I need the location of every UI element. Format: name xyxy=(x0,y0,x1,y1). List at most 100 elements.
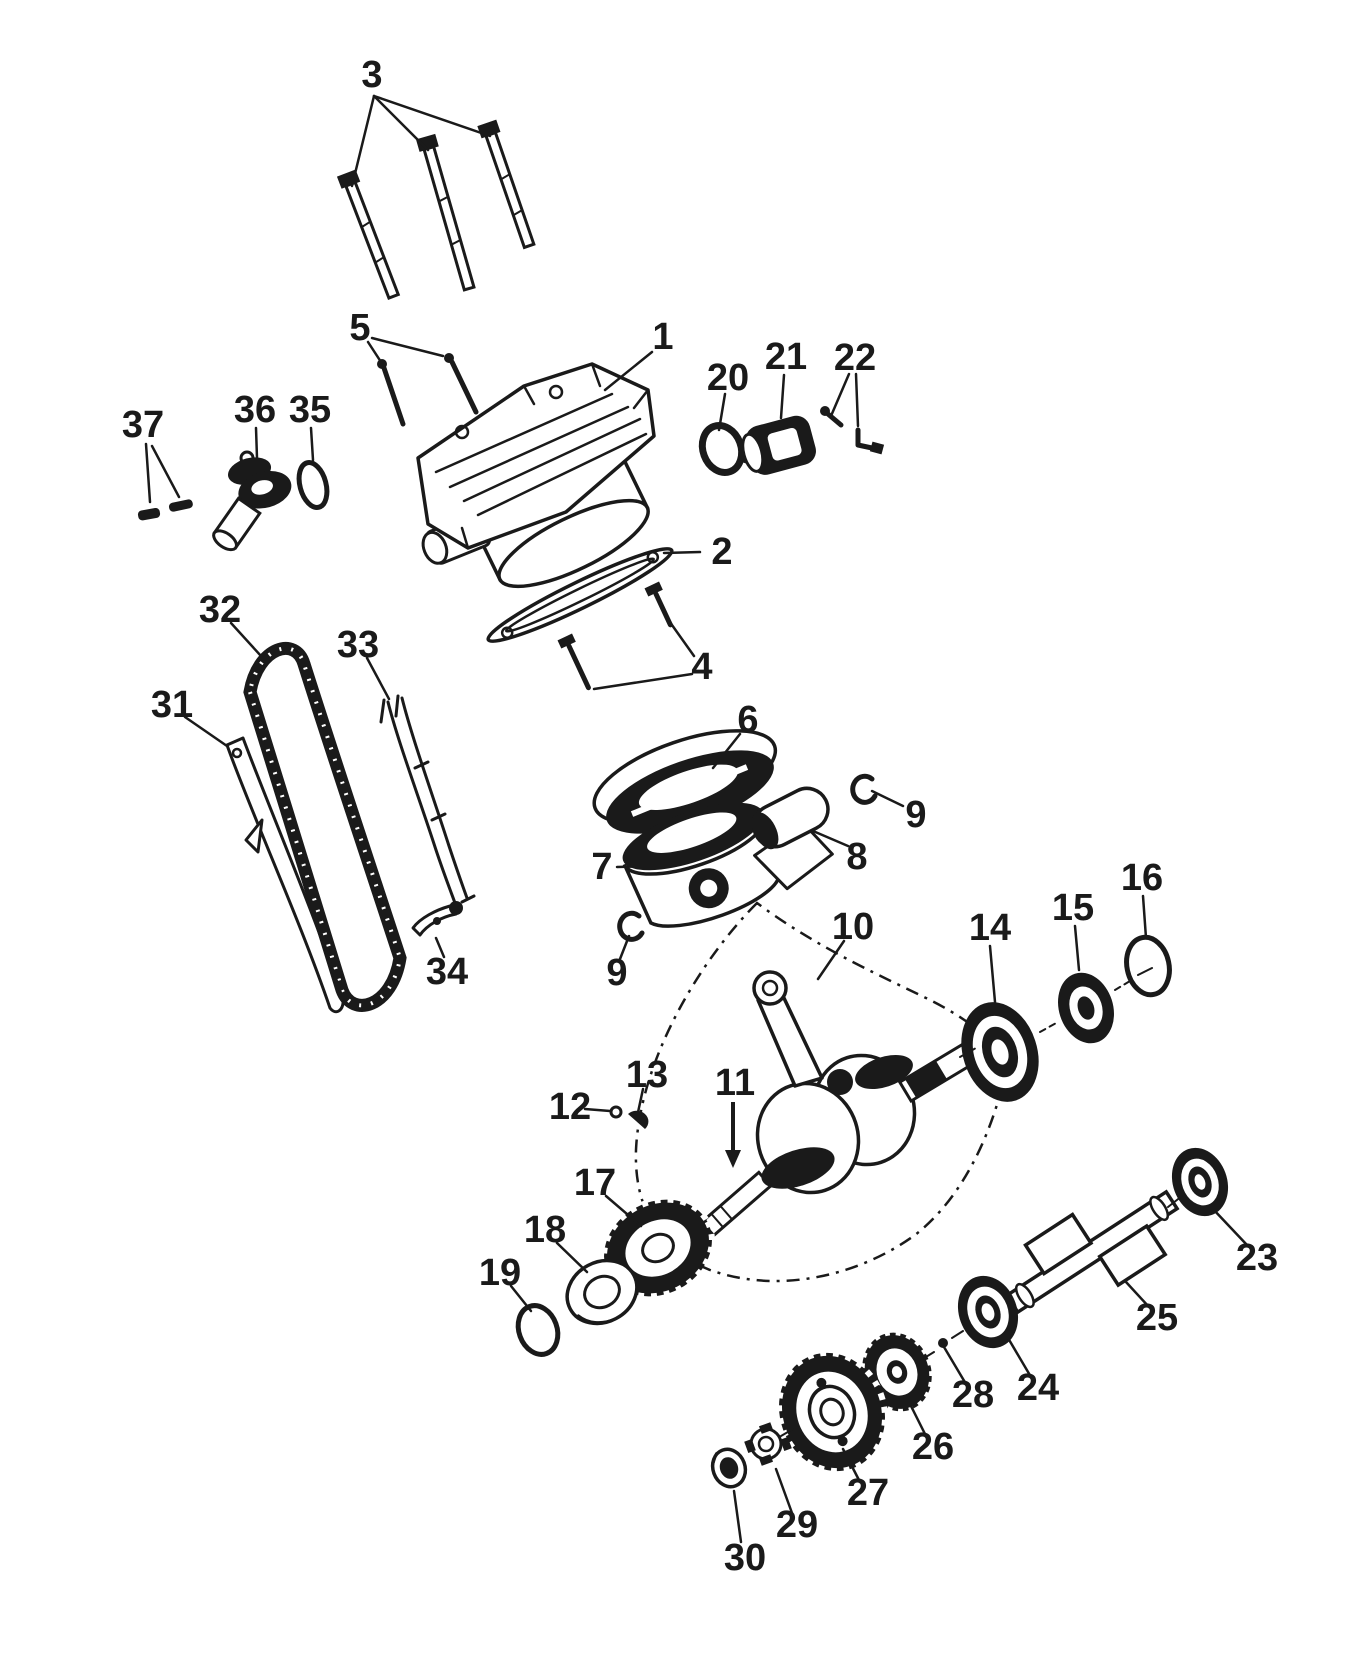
leader-line-30 xyxy=(732,1489,743,1544)
leader-line-4 xyxy=(665,616,696,658)
arrowhead-11 xyxy=(725,1150,741,1168)
dowel-stud xyxy=(377,359,406,427)
callout-7-6: 7 xyxy=(591,846,612,888)
leader-line-34 xyxy=(434,936,446,959)
piston-pin xyxy=(751,786,830,850)
primary-gear xyxy=(776,1349,888,1475)
callout-33-33: 33 xyxy=(337,624,379,666)
tensioner-pivot xyxy=(411,894,476,937)
leader-line-22 xyxy=(854,372,860,428)
thermostat xyxy=(212,450,292,552)
tensioner-blade xyxy=(379,694,469,905)
leader-line-12 xyxy=(583,1107,612,1113)
shaft-bearing xyxy=(957,1275,1019,1349)
leader-line-1 xyxy=(603,350,654,392)
axis-line xyxy=(959,980,1131,1058)
leader-line-19 xyxy=(509,1284,533,1313)
leader-line-22 xyxy=(829,372,851,418)
drive-hub xyxy=(565,1258,639,1326)
callout-4-3: 4 xyxy=(691,646,712,688)
dowel-stud xyxy=(444,353,479,415)
base-gasket xyxy=(486,547,674,643)
callout-27-27: 27 xyxy=(847,1472,889,1514)
callout-15-15: 15 xyxy=(1052,887,1094,929)
screw xyxy=(168,499,193,512)
small-bolt xyxy=(855,427,885,455)
callout-3-2: 3 xyxy=(361,54,382,96)
leader-line-14 xyxy=(988,944,997,1004)
callout-1-0: 1 xyxy=(652,316,673,358)
leader-line-28 xyxy=(942,1345,968,1386)
leader-line-17 xyxy=(604,1194,643,1228)
leader-line-27 xyxy=(841,1447,862,1484)
leader-line-10 xyxy=(816,939,846,981)
callout-10-10: 10 xyxy=(832,906,874,948)
leader-line-16 xyxy=(1141,894,1148,940)
callout-9-9: 9 xyxy=(606,952,627,994)
o-ring xyxy=(515,1303,561,1357)
piston xyxy=(622,802,834,928)
balancer-bearing xyxy=(1171,1147,1229,1217)
axis-line xyxy=(780,1195,1183,1437)
leader-line-8 xyxy=(811,829,850,848)
callout-32-32: 32 xyxy=(199,589,241,631)
callout-25-25: 25 xyxy=(1136,1297,1178,1339)
callout-13-13: 13 xyxy=(626,1054,668,1096)
callout-8-7: 8 xyxy=(846,836,867,878)
woodruff-key xyxy=(628,1110,649,1129)
crankshaft xyxy=(667,970,988,1265)
head-bolt xyxy=(415,133,476,292)
leader-line-37 xyxy=(144,442,152,504)
leader-line-9 xyxy=(618,934,631,961)
leader-line-26 xyxy=(904,1394,928,1438)
leader-line-15 xyxy=(1073,924,1081,972)
callout-24-24: 24 xyxy=(1017,1367,1059,1409)
callout-17-17: 17 xyxy=(574,1162,616,1204)
leader-line-3 xyxy=(372,94,492,138)
callout-22-22: 22 xyxy=(834,337,876,379)
head-bolt xyxy=(477,119,536,250)
callout-35-35: 35 xyxy=(289,389,331,431)
leader-line-4 xyxy=(592,672,694,691)
leader-line-13 xyxy=(635,1087,645,1119)
cylinder-block xyxy=(416,362,656,589)
leader-line-36 xyxy=(254,426,259,460)
parts-layer xyxy=(137,119,1229,1489)
callout-21-21: 21 xyxy=(765,336,807,378)
outlet-fitting xyxy=(741,415,816,475)
callout-5-4: 5 xyxy=(349,307,370,349)
circlip xyxy=(617,910,645,942)
leader-line-5 xyxy=(370,336,445,358)
leader-line-5 xyxy=(366,340,383,364)
leader-line-21 xyxy=(779,373,786,420)
dowel-pin xyxy=(609,1105,623,1119)
leader-line-18 xyxy=(555,1241,589,1274)
leader-line-9 xyxy=(870,789,905,808)
callout-31-31: 31 xyxy=(151,684,193,726)
leader-line-6 xyxy=(711,732,742,770)
leader-line-33 xyxy=(365,656,391,701)
nut xyxy=(710,1447,748,1489)
callout-23-23: 23 xyxy=(1236,1237,1278,1279)
leader-line-7 xyxy=(615,864,661,869)
flange-bolt xyxy=(644,581,673,628)
callout-34-34: 34 xyxy=(426,951,468,993)
callout-37-37: 37 xyxy=(122,404,164,446)
lock-washer xyxy=(744,1422,792,1466)
cam-chain xyxy=(243,641,407,1012)
leader-line-32 xyxy=(229,621,263,658)
callout-6-5: 6 xyxy=(737,699,758,741)
callout-9-8: 9 xyxy=(905,794,926,836)
leader-line-25 xyxy=(1124,1280,1151,1309)
o-ring-seal xyxy=(1124,934,1172,998)
o-ring xyxy=(296,460,330,510)
callout-14-14: 14 xyxy=(969,907,1011,949)
leader-line-3 xyxy=(372,94,430,152)
callout-30-30: 30 xyxy=(724,1537,766,1579)
piston-rings xyxy=(592,729,778,834)
callout-2-1: 2 xyxy=(711,531,732,573)
callout-29-29: 29 xyxy=(776,1504,818,1546)
callout-11-11: 11 xyxy=(715,1062,755,1104)
